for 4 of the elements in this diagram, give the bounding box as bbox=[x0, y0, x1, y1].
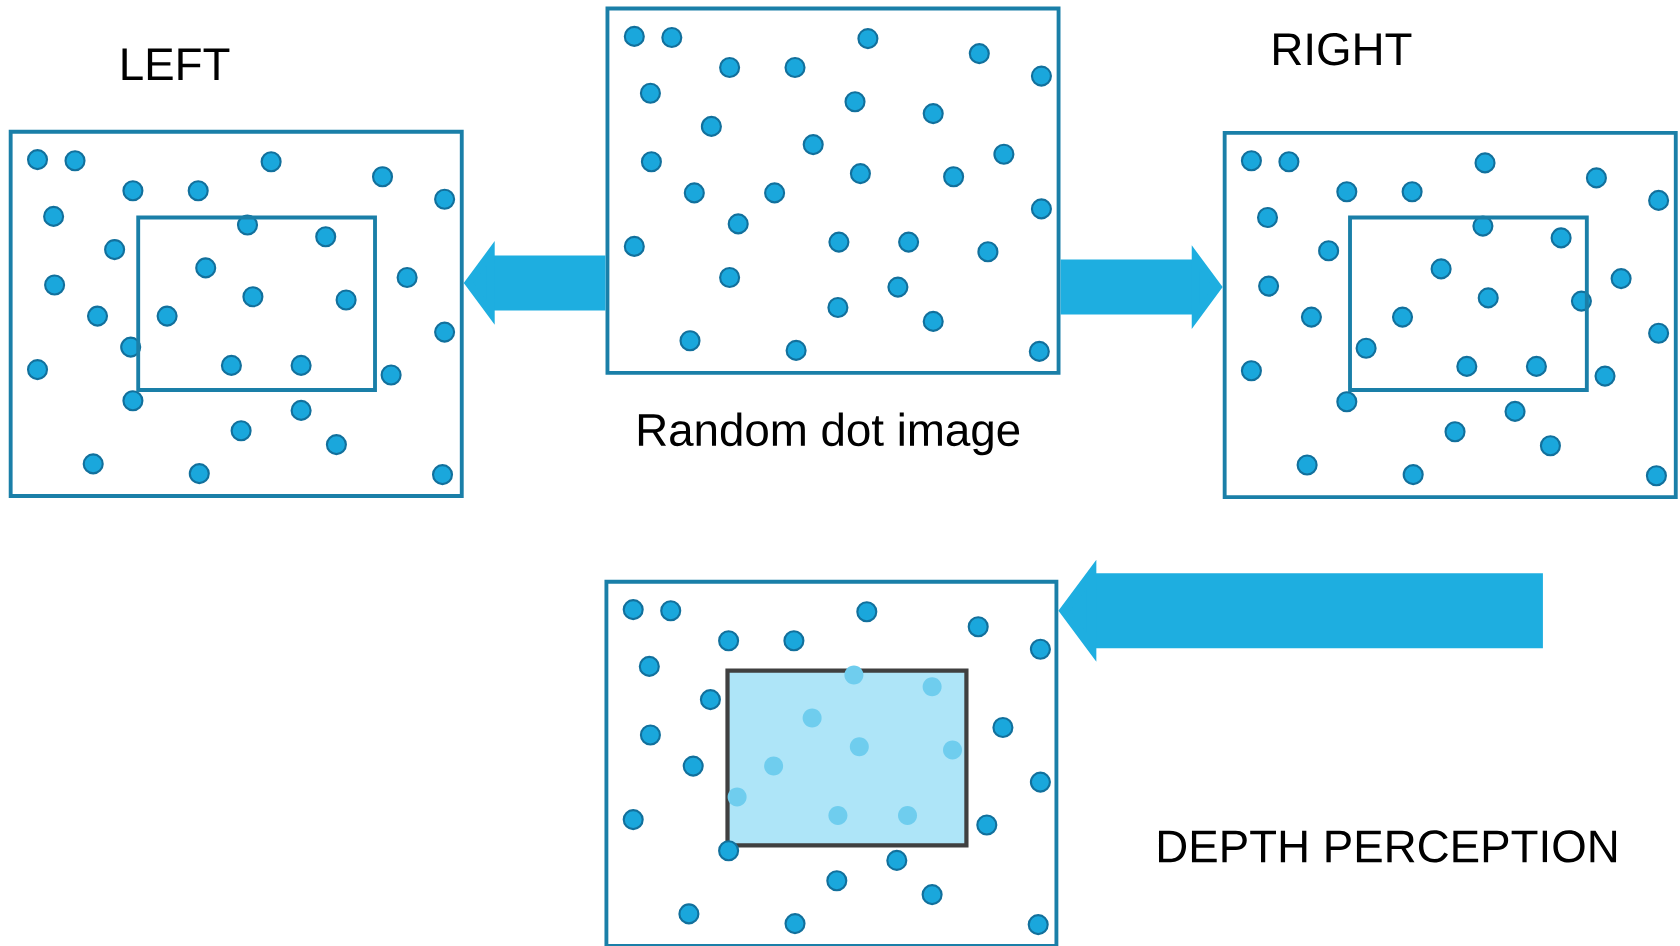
panel-heading: LEFT bbox=[122, 48, 230, 80]
panel-caption: Random dot image bbox=[638, 412, 1020, 456]
note-label: DEPTH PERCEPTION bbox=[1158, 830, 1617, 863]
panel-heading: RIGHT bbox=[1274, 33, 1412, 66]
